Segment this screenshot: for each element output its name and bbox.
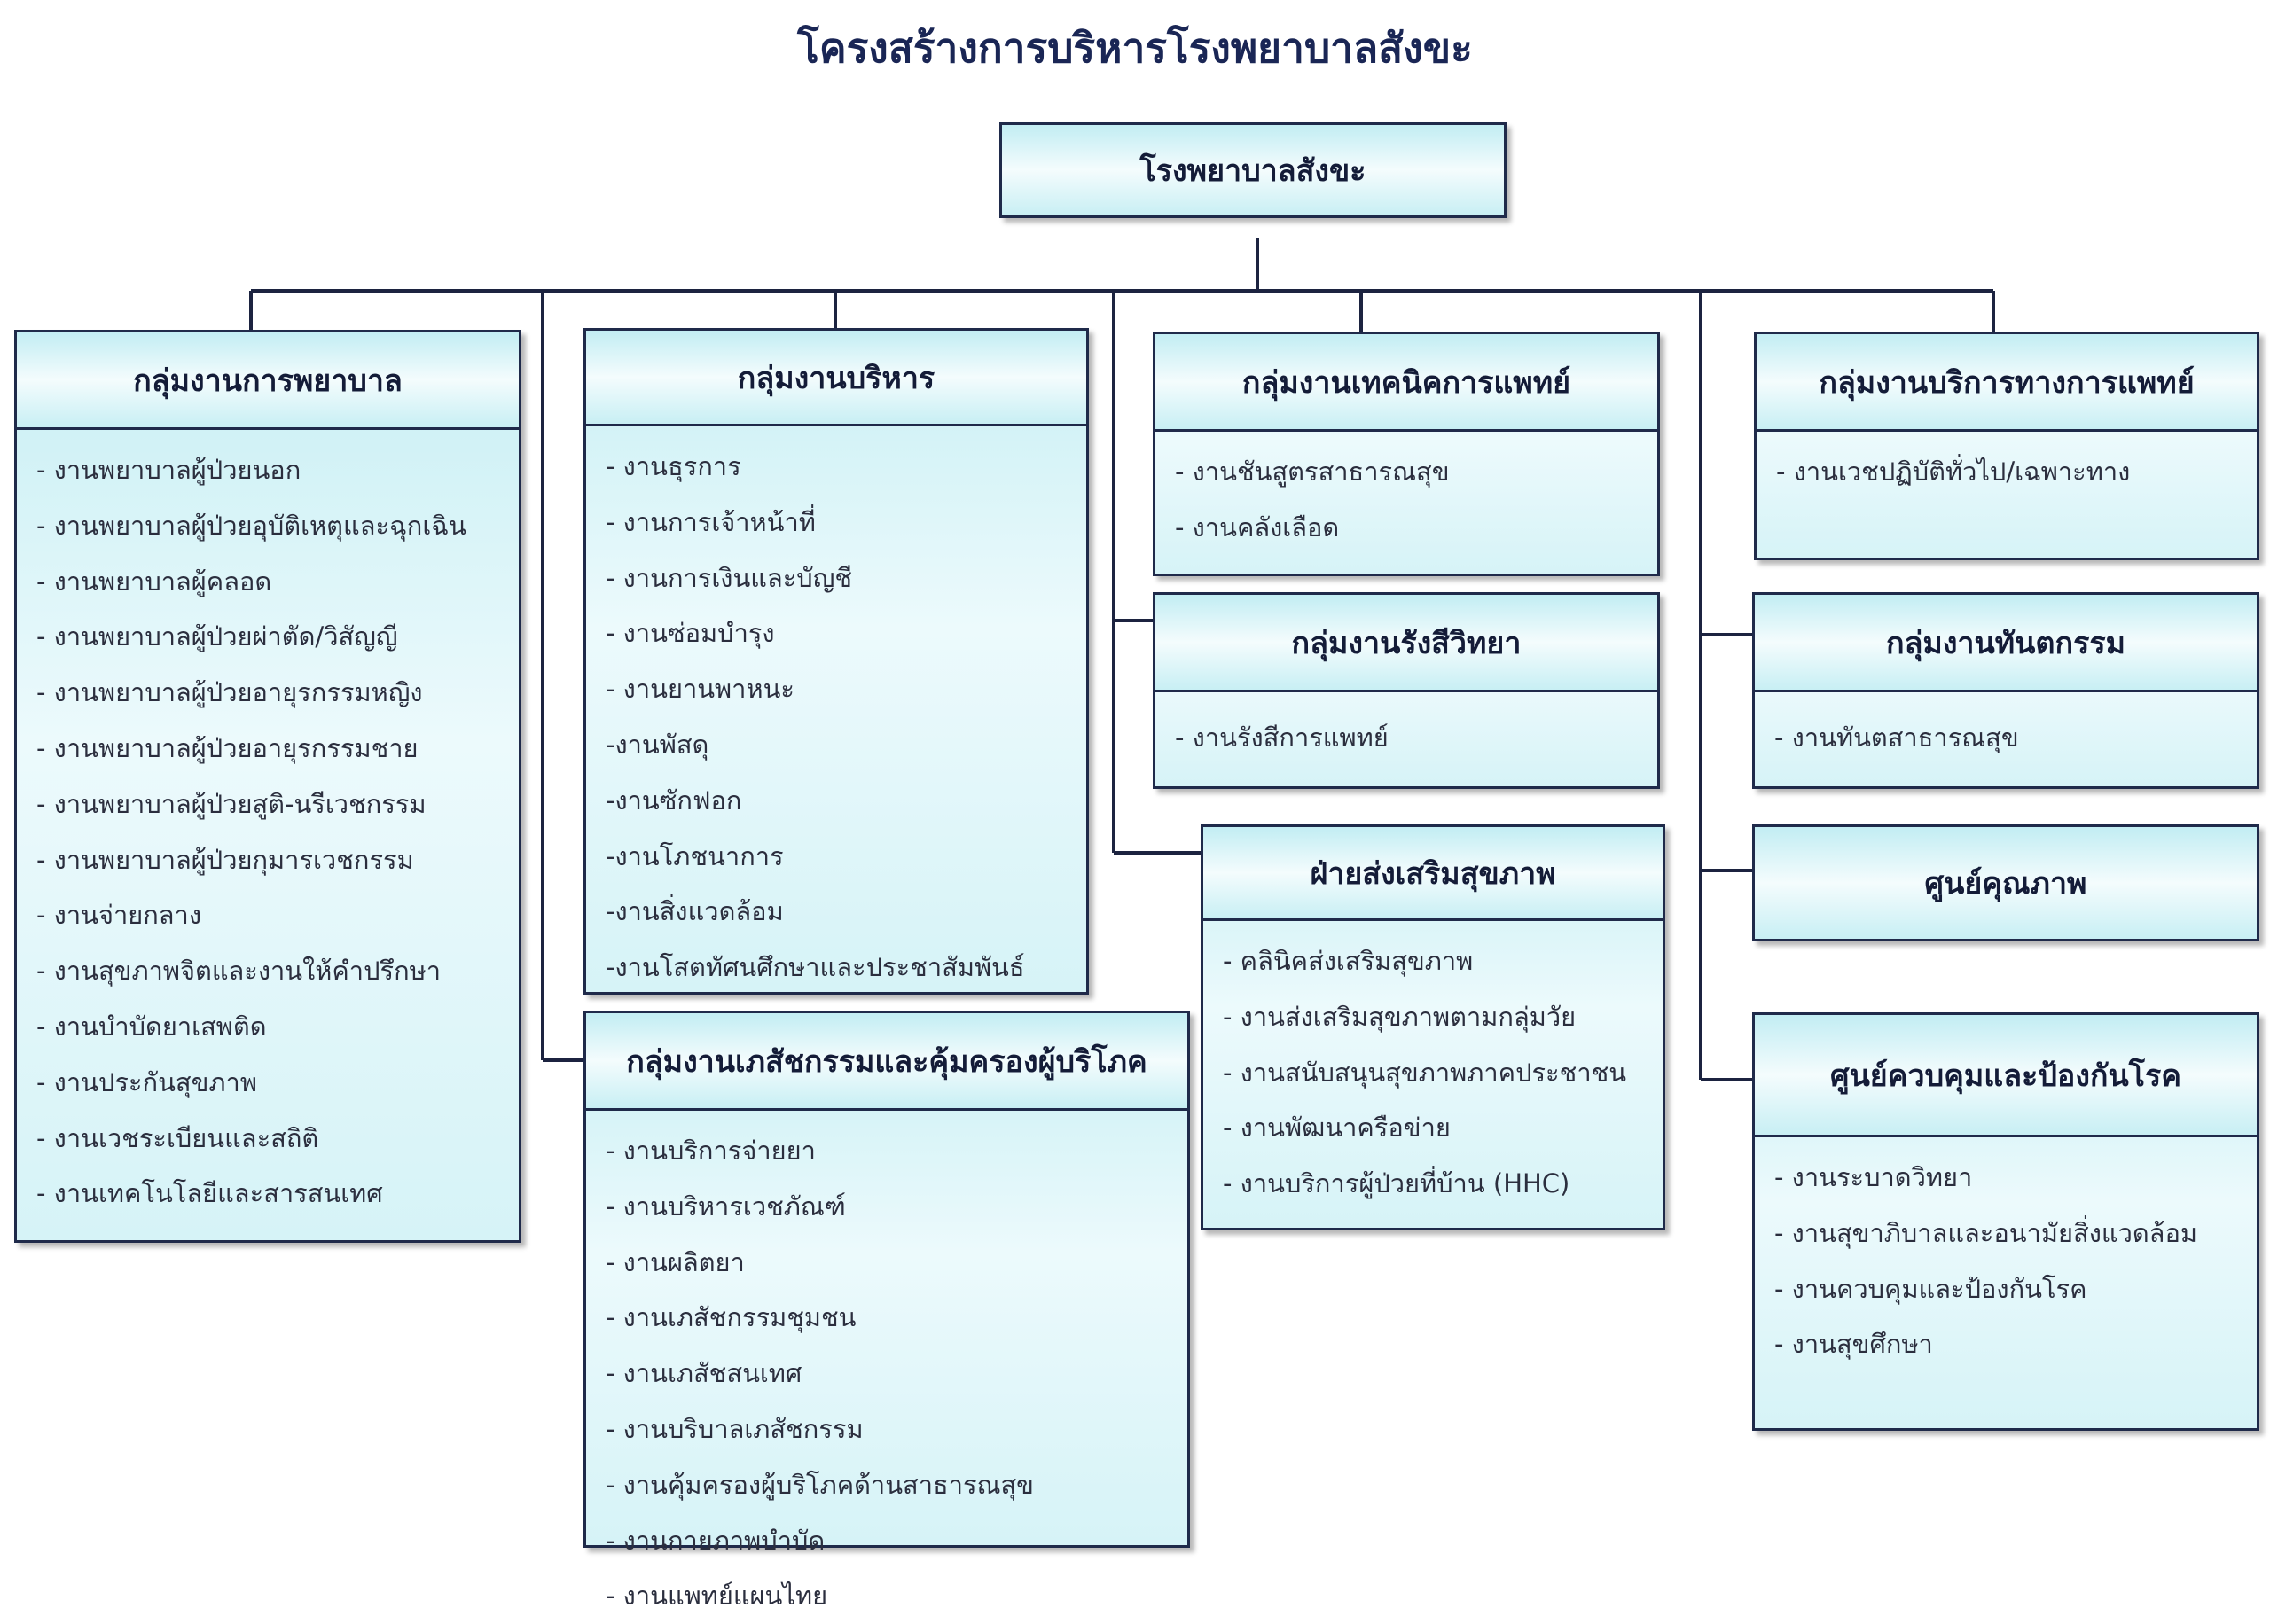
medtech-group-list: - งานชันสูตรสาธารณสุข - งานคลังเลือด <box>1155 432 1657 556</box>
list-item: - งานสุขาภิบาลและอนามัยสิ่งแวดล้อม <box>1774 1217 2197 1248</box>
list-item: - งานประกันสุขภาพ <box>36 1066 257 1097</box>
list-item: - งานผลิตยา <box>606 1246 745 1277</box>
list-item: - งานทันตสาธารณสุข <box>1774 722 2019 753</box>
root-node-label: โรงพยาบาลสังขะ <box>1002 125 1504 215</box>
list-item: - งานสนับสนุนสุขภาพภาคประชาชน <box>1223 1057 1627 1088</box>
list-item: - งานกายภาพบำบัด <box>606 1525 826 1556</box>
list-item: - งานบริการผู้ป่วยที่บ้าน (HHC) <box>1223 1168 1570 1199</box>
list-item: - งานเวชระเบียนและสถิติ <box>36 1122 319 1153</box>
root-node-box: โรงพยาบาลสังขะ <box>999 122 1507 218</box>
list-item: - งานคลังเลือด <box>1175 511 1340 543</box>
nursing-group-box: กลุ่มงานการพยาบาล - งานพยาบาลผู้ป่วยนอก … <box>14 330 521 1243</box>
list-item: -งานซักฟอก <box>606 785 742 816</box>
list-item: -งานสิ่งแวดล้อม <box>606 896 784 927</box>
list-item: - งานเทคโนโลยีและสารสนเทศ <box>36 1178 383 1209</box>
list-item: - งานระบาดวิทยา <box>1774 1162 1973 1192</box>
list-item: - งานพยาบาลผู้ป่วยสูติ-นรีเวชกรรม <box>36 788 427 819</box>
list-item: - งานพยาบาลผู้ป่วยนอก <box>36 455 301 485</box>
list-item: -งานโสตทัศนศึกษาและประชาสัมพันธ์ <box>606 952 1025 983</box>
list-item: - งานยานพาหนะ <box>606 674 794 705</box>
list-item: - งานการเจ้าหน้าที่ <box>606 506 816 537</box>
connector-lines <box>249 238 1995 1081</box>
admin-group-title: กลุ่มงานบริหาร <box>586 331 1086 426</box>
list-item: - งานพยาบาลผู้ป่วยอายุรกรรมชาย <box>36 732 419 763</box>
disease-control-title: ศูนย์ควบคุมและป้องกันโรค <box>1755 1015 2257 1137</box>
list-item: - งานบริหารเวชภัณฑ์ <box>606 1191 846 1222</box>
list-item: -งานโภชนาการ <box>606 840 784 871</box>
list-item: - งานบริการจ่ายยา <box>606 1136 816 1166</box>
radiology-group-box: กลุ่มงานรังสีวิทยา - งานรังสีการแพทย์ <box>1153 592 1660 789</box>
list-item: - งานพยาบาลผู้ป่วยผ่าตัด/วิสัญญี <box>36 621 398 652</box>
nursing-group-list: - งานพยาบาลผู้ป่วยนอก - งานพยาบาลผู้ป่วย… <box>17 430 519 1222</box>
list-item: - งานการเงินและบัญชี <box>606 562 853 593</box>
pharmacy-group-title: กลุ่มงานเภสัชกรรมและคุ้มครองผู้บริโภค <box>586 1013 1187 1111</box>
medtech-group-box: กลุ่มงานเทคนิคการแพทย์ - งานชันสูตรสาธาร… <box>1153 332 1660 576</box>
list-item: - งานพยาบาลผู้ป่วยอุบัติเหตุและฉุกเฉิน <box>36 510 466 541</box>
admin-group-list: - งานธุรการ - งานการเจ้าหน้าที่ - งานการ… <box>586 426 1086 995</box>
radiology-group-list: - งานรังสีการแพทย์ <box>1155 692 1657 766</box>
disease-control-box: ศูนย์ควบคุมและป้องกันโรค - งานระบาดวิทยา… <box>1752 1012 2259 1431</box>
list-item: - งานพยาบาลผู้ป่วยกุมารเวชกรรม <box>36 844 414 875</box>
list-item: - งานซ่อมบำรุง <box>606 618 775 649</box>
list-item: - งานคุ้มครองผู้บริโภคด้านสาธารณสุข <box>606 1469 1035 1500</box>
list-item: - งานเวชปฏิบัติทั่วไป/เฉพาะทาง <box>1776 457 2131 487</box>
list-item: - งานสุขภาพจิตและงานให้คำปรึกษา <box>36 956 442 987</box>
quality-center-box: ศูนย์คุณภาพ <box>1752 824 2259 941</box>
list-item: - งานบริบาลเภสัชกรรม <box>606 1413 864 1444</box>
health-promotion-list: - คลินิคส่งเสริมสุขภาพ - งานส่งเสริมสุขภ… <box>1203 921 1663 1212</box>
nursing-group-title: กลุ่มงานการพยาบาล <box>17 332 519 430</box>
medical-service-group-list: - งานเวชปฏิบัติทั่วไป/เฉพาะทาง <box>1757 432 2257 500</box>
list-item: - งานควบคุมและป้องกันโรค <box>1774 1273 2087 1304</box>
admin-group-box: กลุ่มงานบริหาร - งานธุรการ - งานการเจ้าห… <box>583 328 1089 995</box>
list-item: - งานสุขศึกษา <box>1774 1329 1933 1360</box>
quality-center-title: ศูนย์คุณภาพ <box>1755 827 2257 939</box>
health-promotion-title: ฝ่ายส่งเสริมสุขภาพ <box>1203 827 1663 921</box>
chart-title: โครงสร้างการบริหารโรงพยาบาลสังขะ <box>797 24 1473 72</box>
medical-service-group-title: กลุ่มงานบริการทางการแพทย์ <box>1757 334 2257 432</box>
list-item: - งานเภสัชสนเทศ <box>606 1358 802 1389</box>
radiology-group-title: กลุ่มงานรังสีวิทยา <box>1155 595 1657 692</box>
dental-group-title: กลุ่มงานทันตกรรม <box>1755 595 2257 692</box>
pharmacy-group-box: กลุ่มงานเภสัชกรรมและคุ้มครองผู้บริโภค - … <box>583 1011 1190 1611</box>
list-item: - งานชันสูตรสาธารณสุข <box>1175 457 1450 487</box>
list-item: - งานธุรการ <box>606 451 741 481</box>
list-item: - งานจ่ายกลาง <box>36 900 201 931</box>
disease-control-list: - งานระบาดวิทยา - งานสุขาภิบาลและอนามัยส… <box>1755 1137 2257 1372</box>
list-item: - งานพัฒนาครือข่าย <box>1223 1113 1451 1144</box>
list-item: - งานบำบัดยาเสพติด <box>36 1011 267 1042</box>
pharmacy-group-list: - งานบริการจ่ายยา - งานบริหารเวชภัณฑ์ - ง… <box>586 1111 1187 1624</box>
list-item: - คลินิคส่งเสริมสุขภาพ <box>1223 946 1474 976</box>
list-item: - งานรังสีการแพทย์ <box>1175 722 1389 753</box>
list-item: - งานส่งเสริมสุขภาพตามกลุ่มวัย <box>1223 1001 1577 1032</box>
medical-service-group-box: กลุ่มงานบริการทางการแพทย์ - งานเวชปฏิบัต… <box>1754 332 2259 560</box>
health-promotion-box: ฝ่ายส่งเสริมสุขภาพ - คลินิคส่งเสริมสุขภา… <box>1201 824 1665 1230</box>
list-item: -งานพัสดุ <box>606 729 709 760</box>
dental-group-box: กลุ่มงานทันตกรรม - งานทันตสาธารณสุข <box>1752 592 2259 789</box>
list-item: - งานแพทย์แผนไทย <box>606 1581 828 1612</box>
list-item: - งานเภสัชกรรมชุมชน <box>606 1302 857 1333</box>
list-item: - งานพยาบาลผู้ป่วยอายุรกรรมหญิง <box>36 677 423 708</box>
dental-group-list: - งานทันตสาธารณสุข <box>1755 692 2257 766</box>
list-item: - งานพยาบาลผู้คลอด <box>36 566 272 597</box>
medtech-group-title: กลุ่มงานเทคนิคการแพทย์ <box>1155 334 1657 432</box>
